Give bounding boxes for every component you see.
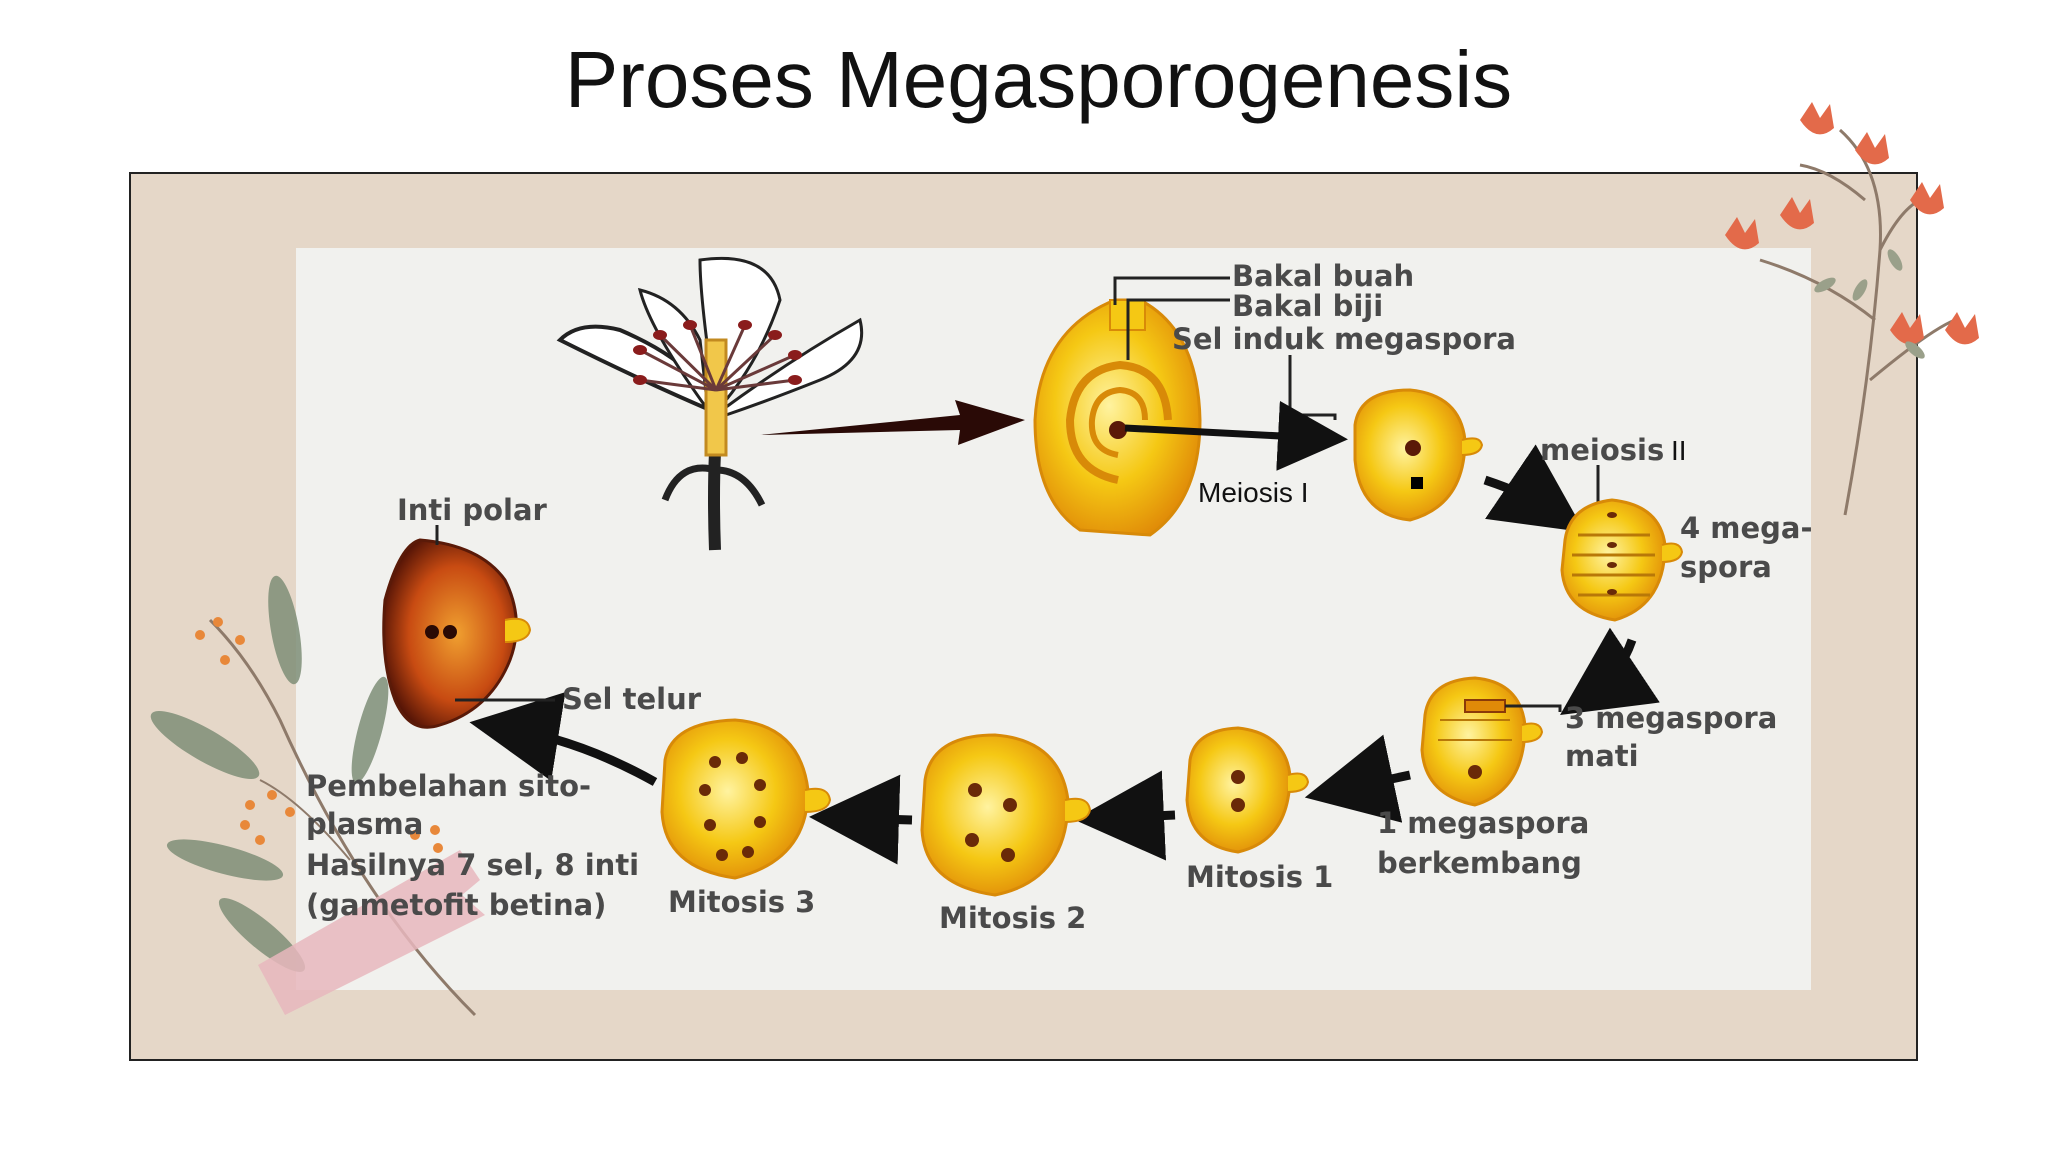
label-bakal-buah: Bakal buah [1232, 259, 1415, 293]
label-pembelahan-line1: Pembelahan sito- [306, 769, 592, 803]
label-4-megaspora-line2: spora [1680, 550, 1772, 584]
megaspore-mother-cell [1353, 388, 1484, 522]
mitosis-2-cell [920, 733, 1092, 897]
label-3-megaspora-line1: 3 megaspora [1565, 701, 1778, 735]
arrow-flower-to-ovary [760, 400, 1025, 445]
four-megaspores [1560, 498, 1684, 622]
label-mitosis-3: Mitosis 3 [668, 885, 816, 919]
three-dead-megaspores-cell [1420, 676, 1562, 807]
mitosis-1-cell [1185, 726, 1310, 854]
label-mitosis-1: Mitosis 1 [1186, 860, 1334, 894]
label-1-megaspora-line1: 1 megaspora [1377, 806, 1590, 840]
label-inti-polar: Inti polar [397, 493, 547, 527]
label-sel-induk-megaspora: Sel induk megaspora [1172, 322, 1516, 356]
flower-branch-decoration [1725, 102, 1979, 516]
label-hasil-line2: (gametofit betina) [306, 888, 607, 922]
arrow-to-three-dead [1560, 627, 1660, 715]
arrow-to-mitosis-3 [809, 774, 913, 865]
arrow-to-mitosis-2 [1074, 770, 1176, 861]
label-meiosis-2: meiosis [1540, 433, 1665, 467]
label-hasil-line1: Hasilnya 7 sel, 8 inti [306, 848, 640, 882]
page-title: Proses Megasporogenesis [564, 35, 1513, 124]
label-sel-telur: Sel telur [562, 682, 702, 716]
flower-illustration [556, 256, 864, 551]
arrow-to-mitosis-1 [1304, 734, 1411, 823]
label-3-megaspora-line2: mati [1565, 739, 1639, 773]
embryo-sac-illustration [382, 525, 555, 729]
arrow-meiosis-2 [1483, 444, 1585, 533]
label-meiosis-2-number: II [1671, 435, 1687, 466]
leaf-branch-decoration [150, 575, 485, 1017]
washi-tape [258, 850, 485, 1015]
label-mitosis-2: Mitosis 2 [939, 901, 1087, 935]
label-meiosis-1: Meiosis I [1198, 477, 1309, 508]
label-1-megaspora-line2: berkembang [1377, 846, 1582, 880]
arrow-to-embryo-sac [469, 692, 658, 786]
arrow-ovary-to-megaspore-mother [1124, 400, 1348, 471]
mitosis-3-cell [660, 718, 832, 880]
label-bakal-biji: Bakal biji [1232, 289, 1384, 323]
label-4-megaspora-line1: 4 mega- [1680, 511, 1813, 545]
label-pembelahan-line2: plasma [306, 807, 424, 841]
